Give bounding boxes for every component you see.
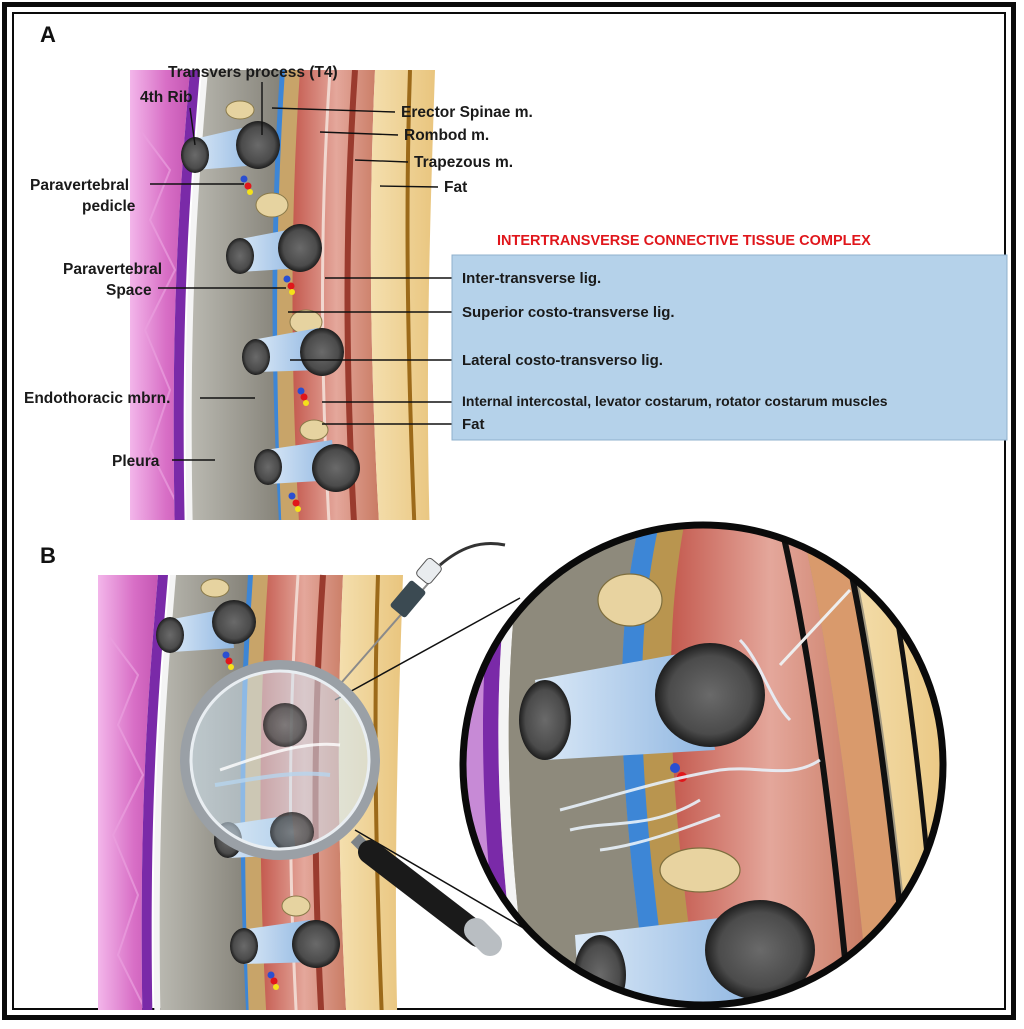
label-rombod: Rombod m. bbox=[404, 127, 489, 144]
panel-a-letter: A bbox=[40, 22, 56, 47]
label-paravertebral-pedicle-1: Paravertebral bbox=[30, 177, 129, 194]
label-trapezous: Trapezous m. bbox=[414, 154, 513, 171]
label-transverse-process: Transvers process (T4) bbox=[168, 64, 338, 81]
label-paravertebral-space-1: Paravertebral bbox=[63, 261, 162, 278]
label-pleura: Pleura bbox=[112, 453, 160, 470]
label-fourth-rib: 4th Rib bbox=[140, 89, 193, 106]
complex-box-title: INTERTRANSVERSE CONNECTIVE TISSUE COMPLE… bbox=[497, 233, 871, 249]
label-erector-spinae: Erector Spinae m. bbox=[401, 104, 533, 121]
complex-item-intercostal-muscles: Internal intercostal, levator costarum, … bbox=[462, 393, 888, 409]
label-endothoracic: Endothoracic mbrn. bbox=[24, 390, 170, 407]
complex-item-inter-transverse: Inter-transverse lig. bbox=[462, 270, 601, 287]
complex-item-superior-costo-transverse: Superior costo-transverse lig. bbox=[462, 304, 675, 321]
complex-item-fat: Fat bbox=[462, 416, 485, 433]
panel-a-illustration bbox=[130, 70, 435, 540]
label-paravertebral-space-2: Space bbox=[106, 282, 152, 299]
label-paravertebral-pedicle-2: pedicle bbox=[82, 198, 136, 215]
panel-b-letter: B bbox=[40, 543, 56, 568]
label-fat: Fat bbox=[444, 179, 467, 196]
complex-item-lateral-costo-transverso: Lateral costo-transverso lig. bbox=[462, 352, 663, 369]
magnified-view bbox=[460, 520, 960, 1015]
